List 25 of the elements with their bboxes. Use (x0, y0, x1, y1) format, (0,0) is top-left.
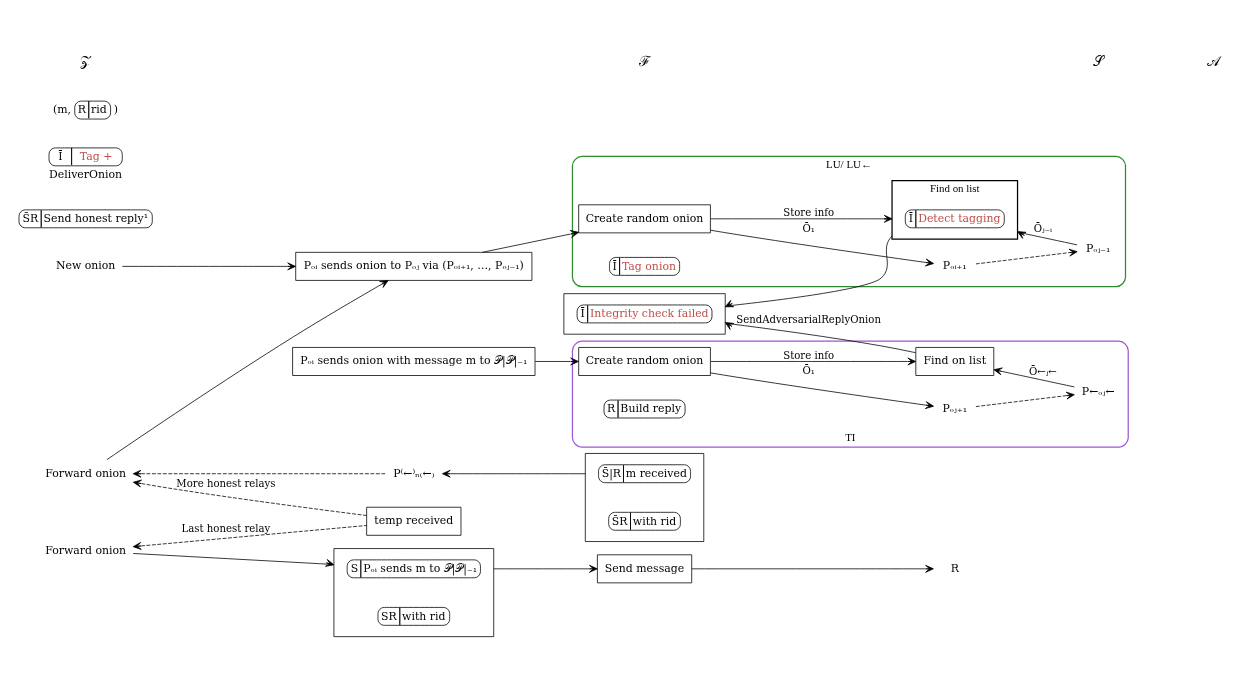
node-label: DeliverOnion (49, 167, 123, 181)
node-text: Pₒⱼ₋₁ (1085, 241, 1111, 255)
node-text: Pₒⱼ₊₁ (942, 401, 968, 415)
node-label: ) (113, 102, 118, 116)
node-text: R (950, 561, 959, 575)
edge-label: Ō₁ (802, 222, 815, 234)
edge-label: Ō₁ (802, 364, 815, 376)
node-text: Forward onion (45, 466, 127, 480)
label: 𝒮 (1092, 52, 1104, 69)
node-text: New onion (55, 258, 116, 272)
edge-label: Store info (783, 206, 835, 218)
edge-label: SendAdversarialReplyOnion (736, 313, 881, 325)
edge-label: Last honest relay (181, 522, 271, 534)
node-text: P←ₒⱼ← (1081, 384, 1115, 398)
edge-label: More honest relays (176, 477, 276, 489)
node-text: P⁽←⁾ₙ₍←₎ (393, 466, 435, 480)
label: 𝒵 (80, 52, 92, 69)
node-label: (m, (52, 102, 71, 116)
edge-label: Ōⱼ₋ᵢ (1033, 222, 1053, 234)
label: 𝒜 (1207, 52, 1221, 69)
edge-label: Store info (783, 349, 835, 361)
node-text: Pₒᵢ₊₁ (942, 258, 967, 272)
node-text: Forward onion (45, 543, 127, 557)
label: ℱ (638, 52, 651, 69)
edge-label: Ō←ⱼ← (1028, 365, 1057, 377)
